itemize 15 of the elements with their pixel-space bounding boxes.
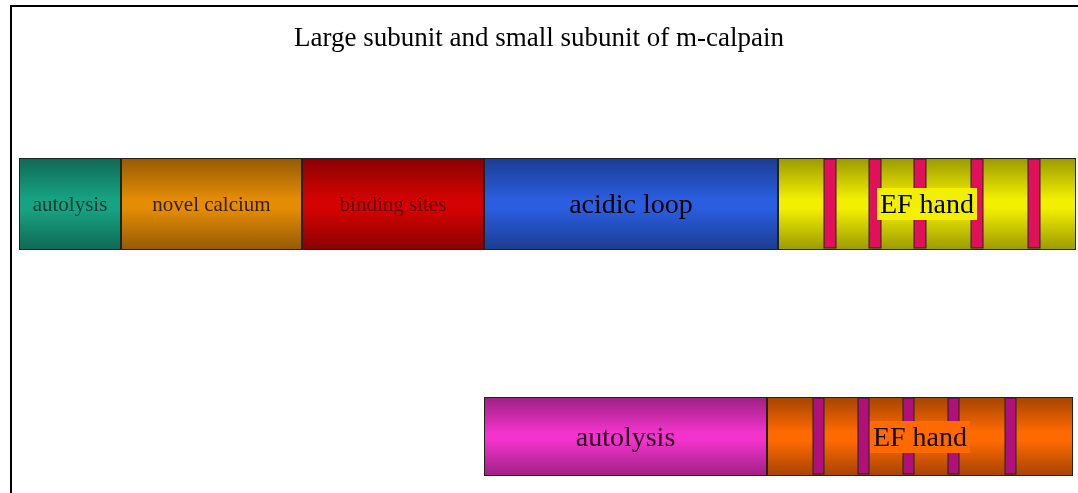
- domain-label: autolysis: [575, 420, 676, 453]
- domain-segment: [767, 397, 1073, 476]
- domain-segment: [484, 158, 778, 250]
- domain-segment: [484, 397, 767, 476]
- domain-segment: [302, 158, 484, 250]
- domain-label: autolysis: [32, 191, 108, 217]
- domain-segment: [778, 158, 1076, 250]
- domain-label: novel calcium: [152, 191, 271, 217]
- domain-label: EF hand: [876, 188, 978, 220]
- diagram-title: Large subunit and small subunit of m-calpain: [293, 22, 785, 53]
- domain-segment: [19, 158, 121, 250]
- domain-segment: [121, 158, 302, 250]
- domain-label: acidic loop: [569, 188, 693, 220]
- domain-label: binding sites: [339, 191, 447, 217]
- domain-label: EF hand: [869, 420, 971, 453]
